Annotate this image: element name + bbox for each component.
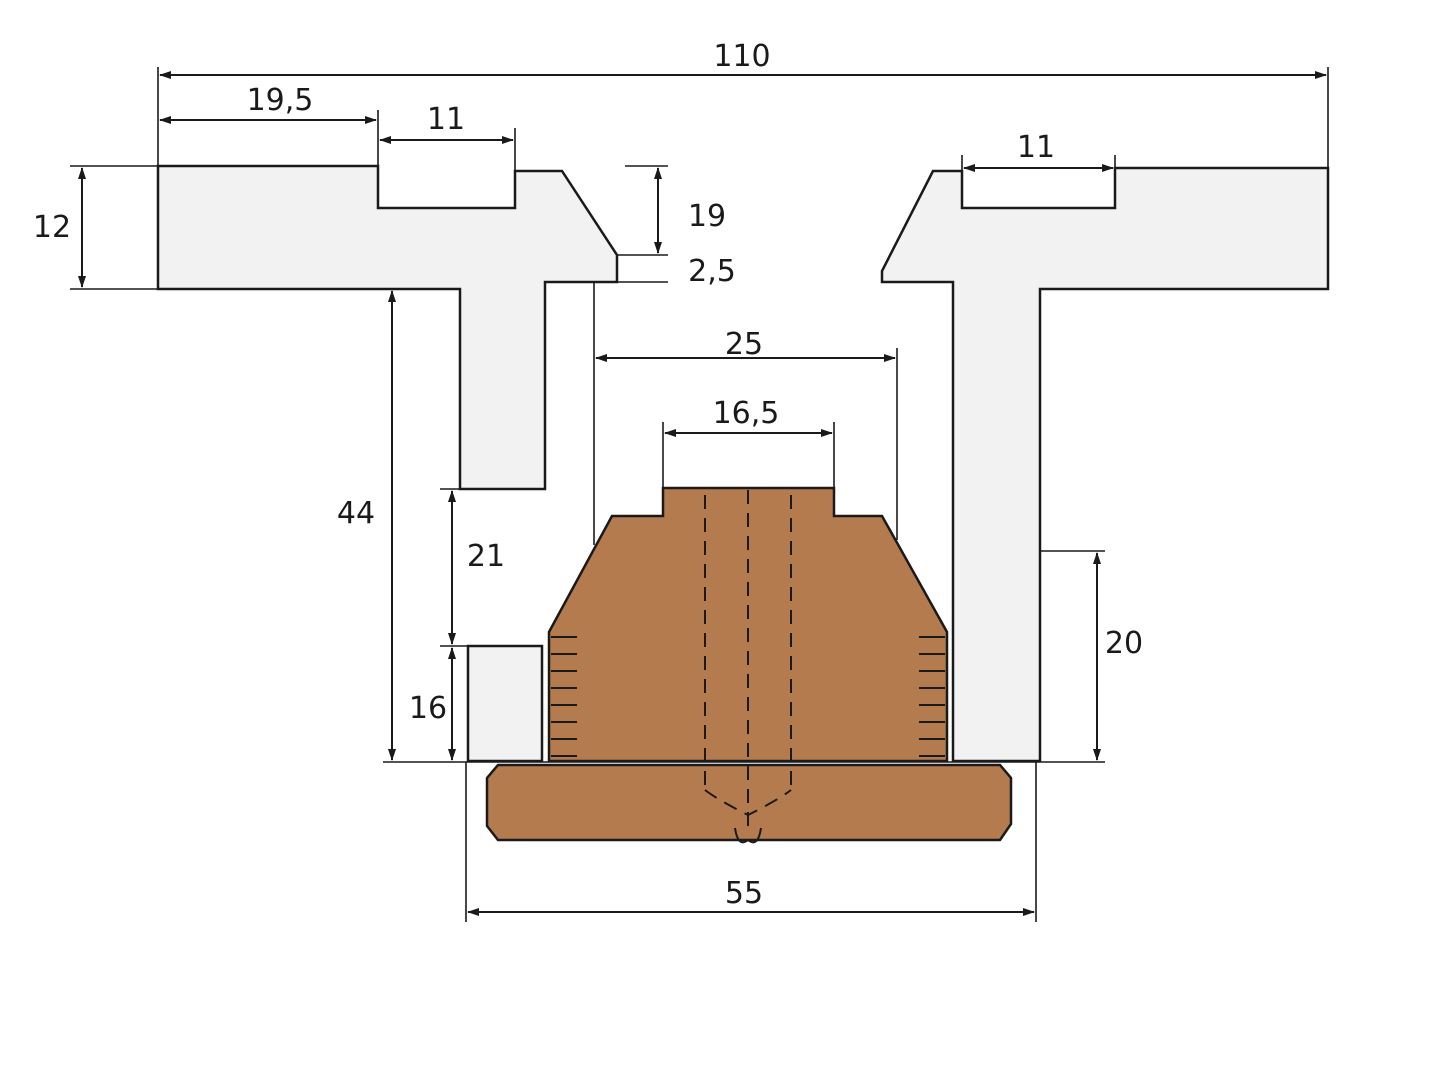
label-total-height: 44 <box>337 496 375 531</box>
label-right-stem-height: 20 <box>1105 626 1143 661</box>
right-t-profile <box>880 166 1330 763</box>
right-serrations <box>919 636 945 757</box>
label-base-width: 55 <box>725 876 763 911</box>
label-lip-step: 2,5 <box>688 254 736 289</box>
label-left-groove: 11 <box>427 102 465 137</box>
label-right-groove: 11 <box>1017 130 1055 165</box>
left-pad-block <box>466 644 544 763</box>
dimension-lines <box>78 71 1327 916</box>
left-serrations <box>551 636 577 757</box>
label-lip-height: 19 <box>688 199 726 234</box>
label-flange-thickness: 12 <box>33 210 71 245</box>
label-inner-width: 25 <box>725 327 763 362</box>
wood-key <box>547 486 949 763</box>
label-left-offset: 19,5 <box>247 83 314 118</box>
hidden-screw-lines <box>704 490 792 844</box>
label-top-width: 16,5 <box>713 396 780 431</box>
label-pad-height: 16 <box>409 691 447 726</box>
label-overall-width: 110 <box>713 39 770 74</box>
label-stem-gap: 21 <box>467 539 505 574</box>
left-t-profile <box>156 164 619 491</box>
extension-lines <box>70 67 1329 922</box>
